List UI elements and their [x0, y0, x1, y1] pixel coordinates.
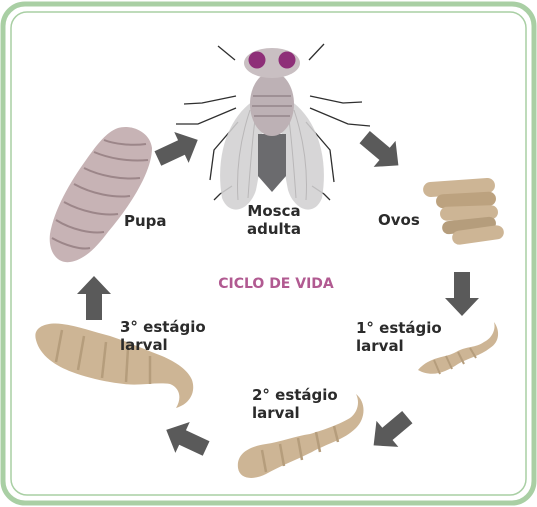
adult-fly-illustration: [176, 44, 370, 210]
label-larva3-line1: 3° estágio: [120, 318, 206, 336]
cycle-title: CICLO DE VIDA: [218, 276, 334, 292]
label-eggs: Ovos: [378, 211, 420, 229]
label-larva1-line1: 1° estágio: [356, 319, 442, 337]
label-adult-line1: Mosca: [247, 202, 300, 220]
label-larva2-line2: larval: [252, 404, 300, 422]
label-pupa: Pupa: [124, 212, 167, 230]
label-larva3-line2: larval: [120, 336, 168, 354]
eggs-illustration: [423, 178, 505, 246]
arrow-larva1-to-larva2: [363, 404, 419, 458]
pupa-illustration: [50, 127, 152, 262]
arrow-eggs-to-larva1: [445, 272, 479, 316]
label-larva1-line2: larval: [356, 337, 404, 355]
label-larva2-line1: 2° estágio: [252, 386, 338, 404]
arrow-larva3-to-pupa: [77, 276, 111, 320]
label-adult-line2: adulta: [247, 220, 301, 238]
arrow-larva2-to-larva3: [159, 414, 213, 463]
arrow-pupa-to-adult: [151, 124, 205, 173]
arrow-adult-to-eggs: [354, 124, 410, 178]
third-instar-larva-illustration: [35, 324, 193, 408]
